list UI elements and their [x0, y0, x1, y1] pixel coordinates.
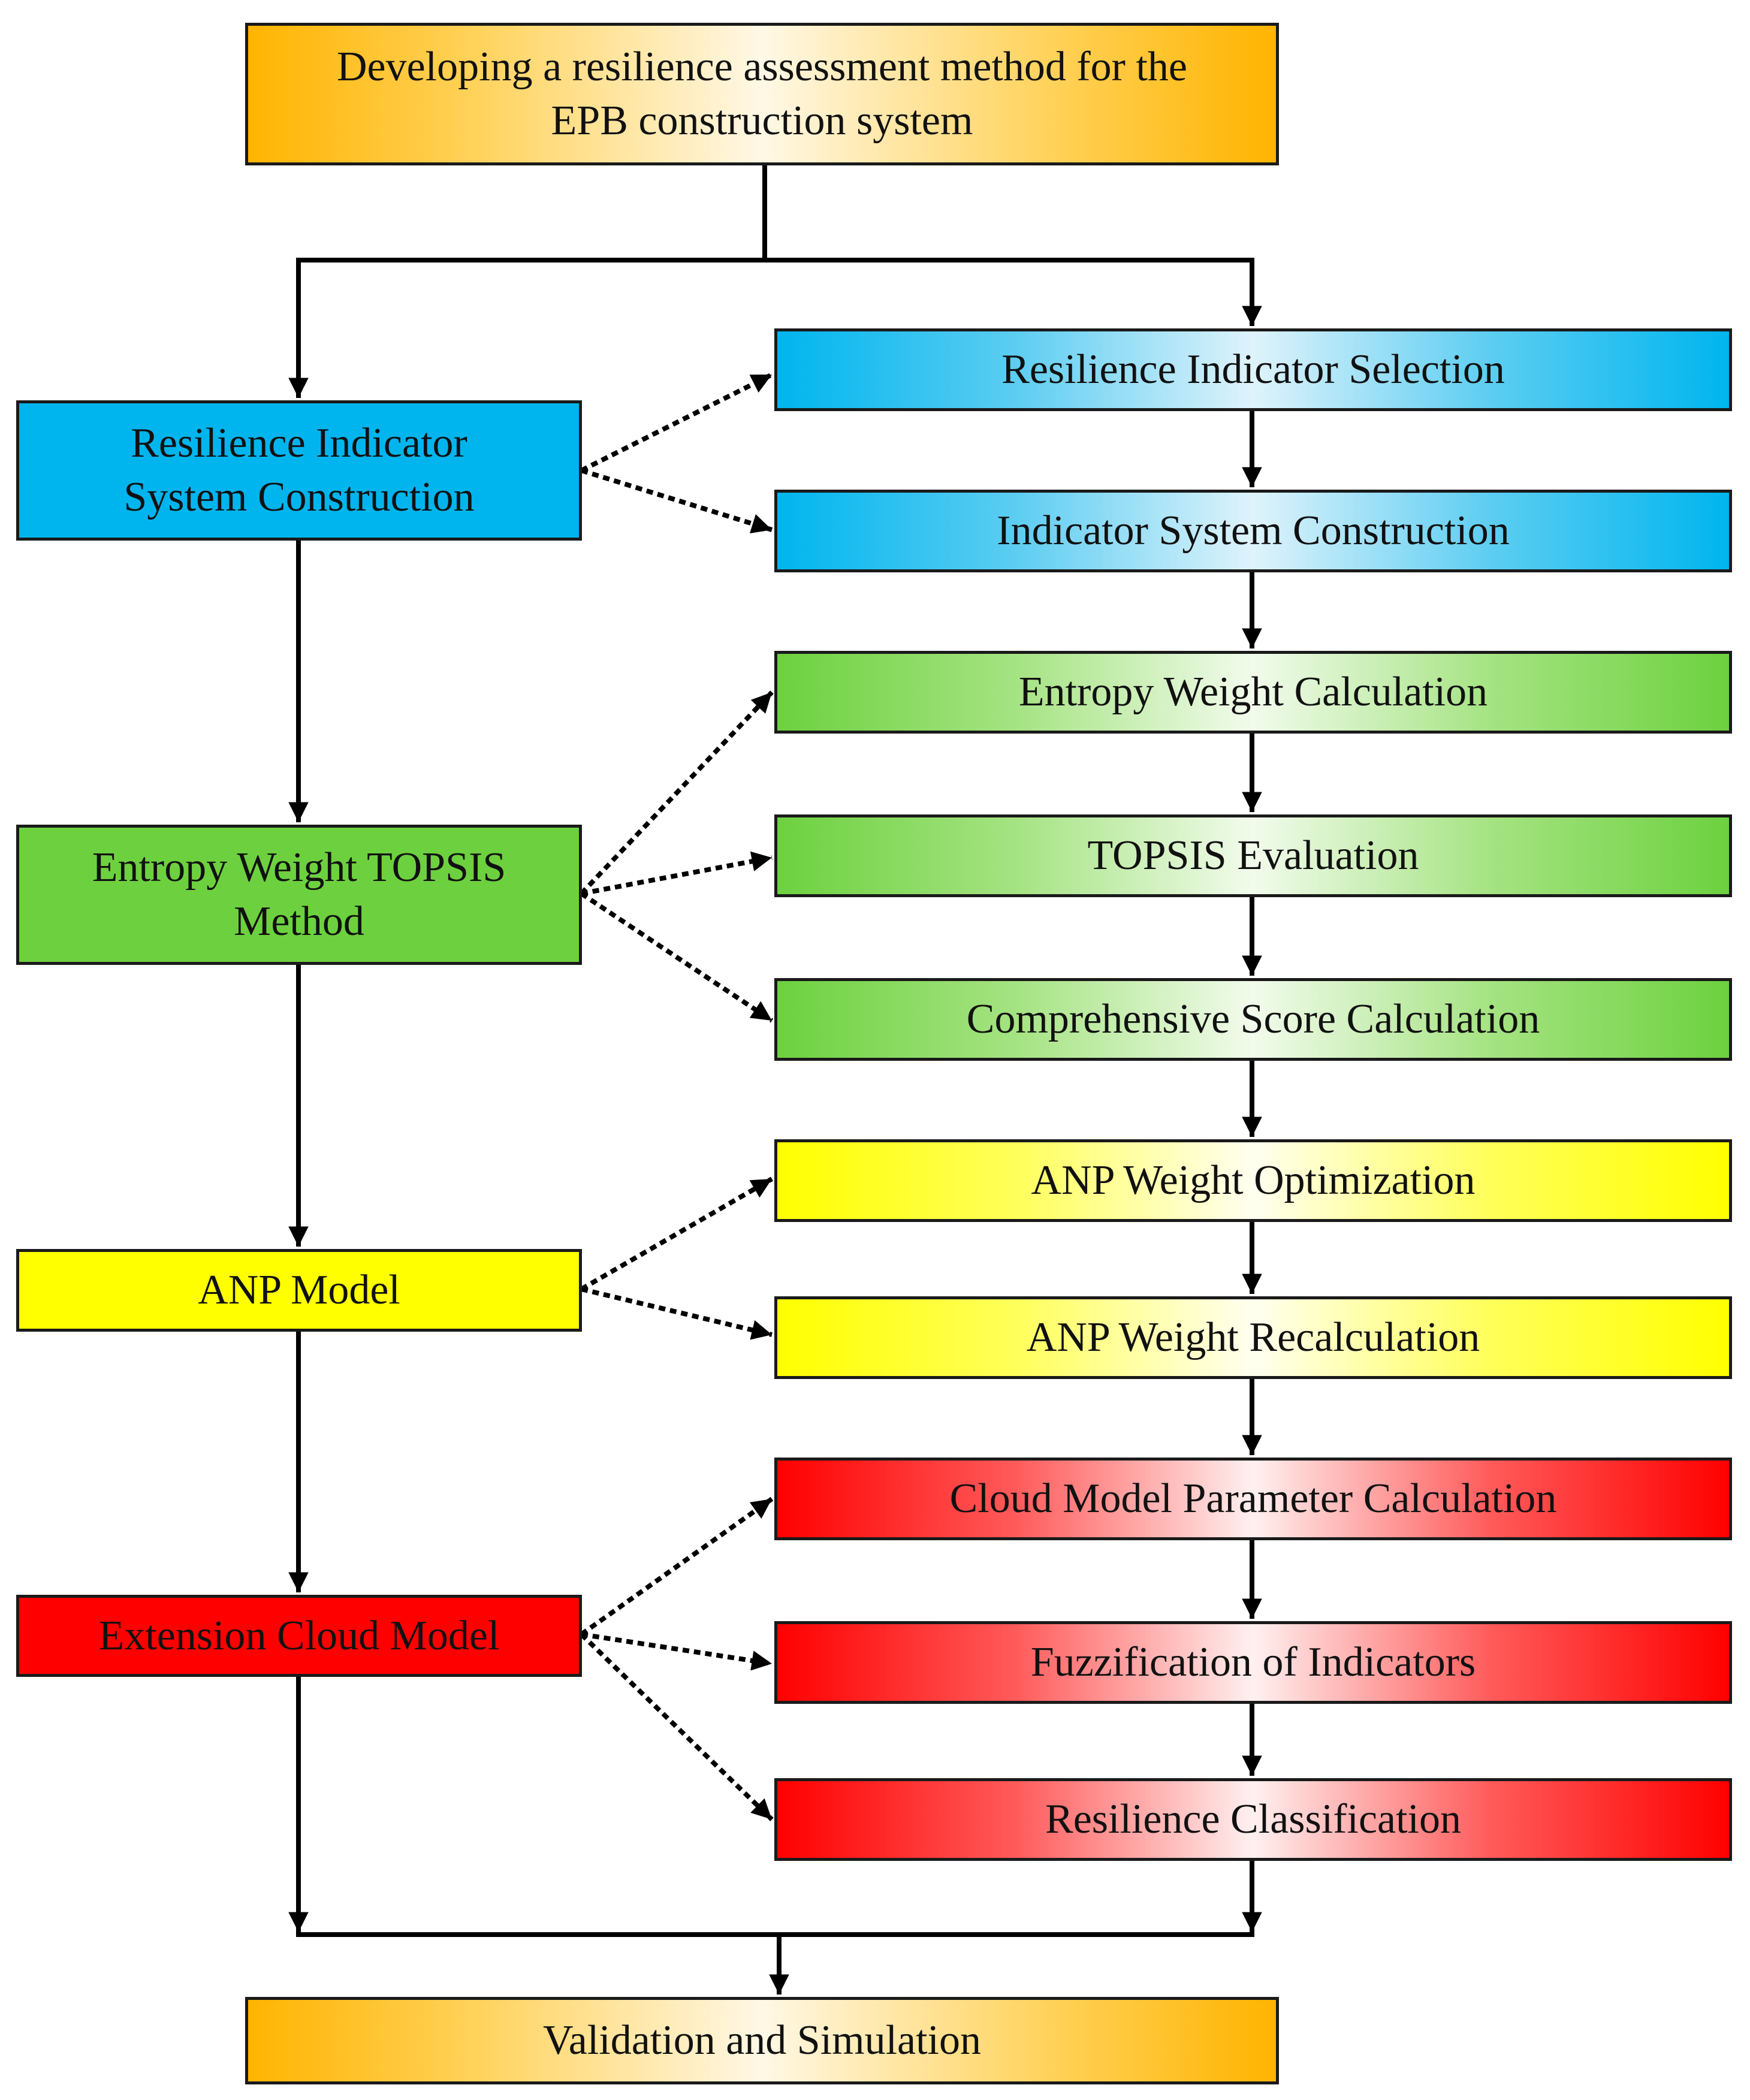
step-cloud-model-parameter-calculation: Cloud Model Parameter Calculation	[774, 1458, 1732, 1540]
step-4-2-label: Fuzzification of Indicators	[1030, 1639, 1476, 1685]
dotted-arrow-stage-1-step-1	[580, 372, 773, 473]
bottom-validation-label: Validation and Simulation	[542, 2017, 982, 2063]
step-indicator-system-construction: Indicator System Construction	[774, 490, 1732, 572]
top-goal-line-2: EPB construction system	[551, 98, 973, 144]
step-1-1-label: Resilience Indicator Selection	[1001, 346, 1505, 393]
dotted-arrow-stage-2-step-1	[580, 690, 774, 895]
stage-entropy-weight-topsis: Entropy Weight TOPSIS Method	[16, 825, 582, 965]
step-2-3-label: Comprehensive Score Calculation	[966, 996, 1540, 1042]
step-4-3-label: Resilience Classification	[1045, 1796, 1461, 1842]
dotted-arrow-stage-3-step-2	[581, 1287, 773, 1340]
step-comprehensive-score-calculation: Comprehensive Score Calculation	[774, 978, 1732, 1061]
step-resilience-classification: Resilience Classification	[774, 1778, 1732, 1861]
stage-4-label: Extension Cloud Model	[98, 1612, 500, 1659]
step-2-1-label: Entropy Weight Calculation	[1018, 669, 1488, 715]
step-1-2-label: Indicator System Construction	[997, 508, 1510, 554]
stage-1-line-1: Resilience Indicator	[131, 420, 467, 466]
step-entropy-weight-calculation: Entropy Weight Calculation	[774, 651, 1732, 734]
step-3-2-label: ANP Weight Recalculation	[1026, 1314, 1480, 1360]
dotted-arrow-stage-4-step-1	[580, 1496, 774, 1637]
top-goal-line-1: Developing a resilience assessment metho…	[336, 44, 1187, 90]
dotted-arrow-stage-2-step-3	[580, 891, 774, 1023]
stage-2-line-2: Method	[234, 898, 364, 945]
stage-3-label: ANP Model	[198, 1267, 400, 1313]
top-goal-box: Developing a resilience assessment metho…	[245, 23, 1279, 165]
step-fuzzification-of-indicators: Fuzzification of Indicators	[774, 1621, 1732, 1704]
step-4-1-label: Cloud Model Parameter Calculation	[949, 1476, 1557, 1522]
stage-resilience-indicator-system: Resilience Indicator System Construction	[16, 400, 582, 541]
dotted-arrow-stage-2-step-2	[581, 851, 773, 896]
dotted-arrow-stage-4-step-3	[580, 1633, 774, 1821]
bottom-validation-box: Validation and Simulation	[245, 1997, 1279, 2084]
dotted-arrow-stage-1-step-2	[580, 468, 773, 534]
stage-2-line-1: Entropy Weight TOPSIS	[92, 844, 506, 891]
dotted-arrow-stage-4-step-2	[581, 1632, 773, 1671]
stage-anp-model: ANP Model	[16, 1249, 582, 1332]
step-3-1-label: ANP Weight Optimization	[1031, 1157, 1476, 1203]
step-topsis-evaluation: TOPSIS Evaluation	[774, 814, 1732, 897]
step-resilience-indicator-selection: Resilience Indicator Selection	[774, 328, 1732, 411]
dotted-arrow-stage-3-step-1	[580, 1176, 774, 1292]
step-2-2-label: TOPSIS Evaluation	[1087, 832, 1419, 879]
stage-extension-cloud-model: Extension Cloud Model	[16, 1595, 582, 1677]
stage-1-line-2: System Construction	[123, 474, 475, 520]
step-anp-weight-optimization: ANP Weight Optimization	[774, 1139, 1732, 1222]
step-anp-weight-recalculation: ANP Weight Recalculation	[774, 1296, 1732, 1379]
